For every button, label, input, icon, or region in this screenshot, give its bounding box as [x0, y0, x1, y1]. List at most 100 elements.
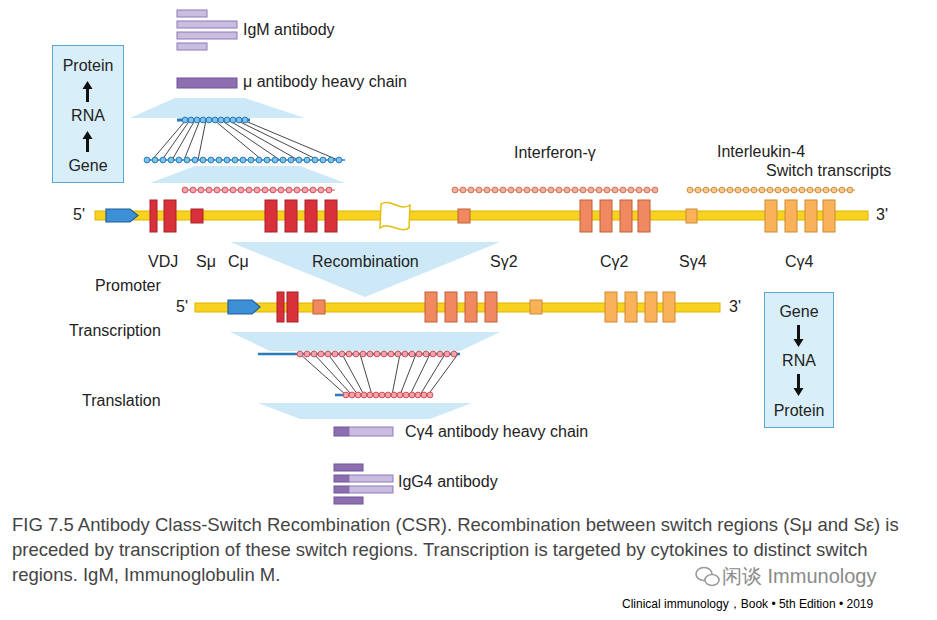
- splice-line: [162, 120, 190, 160]
- pre-mrna-dot: [208, 157, 214, 163]
- flow-arrow: [130, 98, 305, 118]
- segment-label: Cγ4: [785, 252, 813, 271]
- switch-transcript-dot: [310, 187, 316, 193]
- constant-exon: [285, 200, 297, 232]
- constant-domain-bar: [349, 427, 393, 436]
- transcript-dot: [353, 351, 359, 357]
- constant-exon: [765, 200, 777, 232]
- segment-label: Sγ4: [679, 252, 707, 271]
- process-label: Protein: [765, 401, 833, 420]
- switch-transcript-dot: [484, 187, 490, 193]
- constant-exon: [605, 292, 617, 322]
- mrna-dot: [361, 392, 367, 398]
- switch-transcript-dot: [564, 187, 570, 193]
- splice-line: [400, 354, 416, 395]
- pre-mrna-dot: [264, 157, 270, 163]
- flow-arrow: [230, 332, 500, 351]
- chain-label: Cγ4 antibody heavy chain: [405, 422, 588, 441]
- promoter-symbol: [228, 300, 260, 314]
- transcript-dot: [388, 351, 394, 357]
- heavy-chain-bar: [334, 475, 349, 482]
- pre-mrna-dot: [312, 157, 318, 163]
- transcript-dot: [402, 351, 408, 357]
- switch-transcript-dot: [596, 187, 602, 193]
- end-label: 5': [73, 205, 85, 224]
- splice-line: [428, 354, 458, 395]
- switch-transcript-dot: [652, 187, 658, 193]
- end-label: 3': [876, 205, 888, 224]
- mrna-dot: [385, 392, 391, 398]
- mrna-dot: [397, 392, 403, 398]
- mrna-dot: [355, 392, 361, 398]
- switch-transcript-dot: [198, 187, 204, 193]
- transcript-dot: [311, 351, 317, 357]
- switch-transcript-dot: [636, 187, 642, 193]
- pre-mrna-dot: [232, 157, 238, 163]
- switch-transcript-dot: [735, 187, 741, 193]
- transcript-dot: [381, 351, 387, 357]
- switch-transcript-dot: [452, 187, 458, 193]
- source-note: Clinical immunology，Book • 5th Edition •…: [622, 597, 873, 611]
- splice-line: [342, 354, 364, 395]
- process-label: Protein: [53, 56, 123, 75]
- splice-line: [410, 354, 430, 395]
- mrna-dot: [212, 117, 218, 123]
- switch-transcript-dot: [230, 187, 236, 193]
- heavy-chain-bar: [177, 21, 237, 28]
- flow-arrow: [258, 403, 472, 419]
- pre-mrna-dot: [280, 157, 286, 163]
- switch-transcript-dot: [572, 187, 578, 193]
- mrna-dot: [236, 117, 242, 123]
- switch-transcript-dot: [548, 187, 554, 193]
- switch-transcript-dot: [468, 187, 474, 193]
- heavy-chain-bar: [334, 486, 349, 493]
- flow-arrow-shaft: [86, 137, 89, 152]
- transcript-dot: [332, 351, 338, 357]
- switch-transcript-dot: [612, 187, 618, 193]
- constant-exon: [823, 200, 835, 232]
- pre-mrna-dot: [224, 157, 230, 163]
- flow-arrow-head: [794, 388, 804, 396]
- switch-region: [530, 300, 542, 314]
- splice-line: [236, 120, 318, 160]
- switch-transcript-dot: [190, 187, 196, 193]
- pre-mrna-dot: [192, 157, 198, 163]
- vdj-exon: [150, 200, 157, 232]
- variable-domain-bar: [334, 427, 349, 436]
- process-label: RNA: [53, 106, 123, 125]
- central-dogma-box: GeneRNAProtein: [764, 292, 834, 428]
- segment-label: VDJ: [148, 252, 178, 271]
- step-label: Transcription: [69, 321, 161, 340]
- switch-transcript-dot: [588, 187, 594, 193]
- switch-transcript-dot: [492, 187, 498, 193]
- flow-arrow-head: [794, 339, 804, 347]
- pre-mrna-dot: [328, 157, 334, 163]
- central-dogma-box: ProteinRNAGene: [52, 45, 124, 183]
- switch-transcript-dot: [476, 187, 482, 193]
- splice-line: [228, 120, 298, 160]
- switch-region: [458, 209, 470, 223]
- switch-transcript-dot: [206, 187, 212, 193]
- pre-mrna-dot: [184, 157, 190, 163]
- switch-transcript-dot: [620, 187, 626, 193]
- switch-transcript-dot: [222, 187, 228, 193]
- transcript-dot: [339, 351, 345, 357]
- transcript-dot: [423, 351, 429, 357]
- pre-mrna-dot: [256, 157, 262, 163]
- transcript-dot: [444, 351, 450, 357]
- pre-mrna-dot: [176, 157, 182, 163]
- light-chain-bar: [334, 497, 363, 504]
- switch-transcript-dot: [524, 187, 530, 193]
- switch-transcript-dot: [815, 187, 821, 193]
- switch-transcript-dot: [711, 187, 717, 193]
- mrna-dot: [409, 392, 415, 398]
- pre-mrna-dot: [320, 157, 326, 163]
- light-chain-bar: [177, 43, 207, 50]
- cytokine-label: Interferon-γ: [514, 143, 596, 162]
- switch-transcript-dot: [628, 187, 634, 193]
- heavy-chain-bar: [349, 475, 393, 482]
- step-label: Recombination: [312, 252, 419, 271]
- switch-transcript-dot: [831, 187, 837, 193]
- flow-arrow-head: [83, 131, 93, 139]
